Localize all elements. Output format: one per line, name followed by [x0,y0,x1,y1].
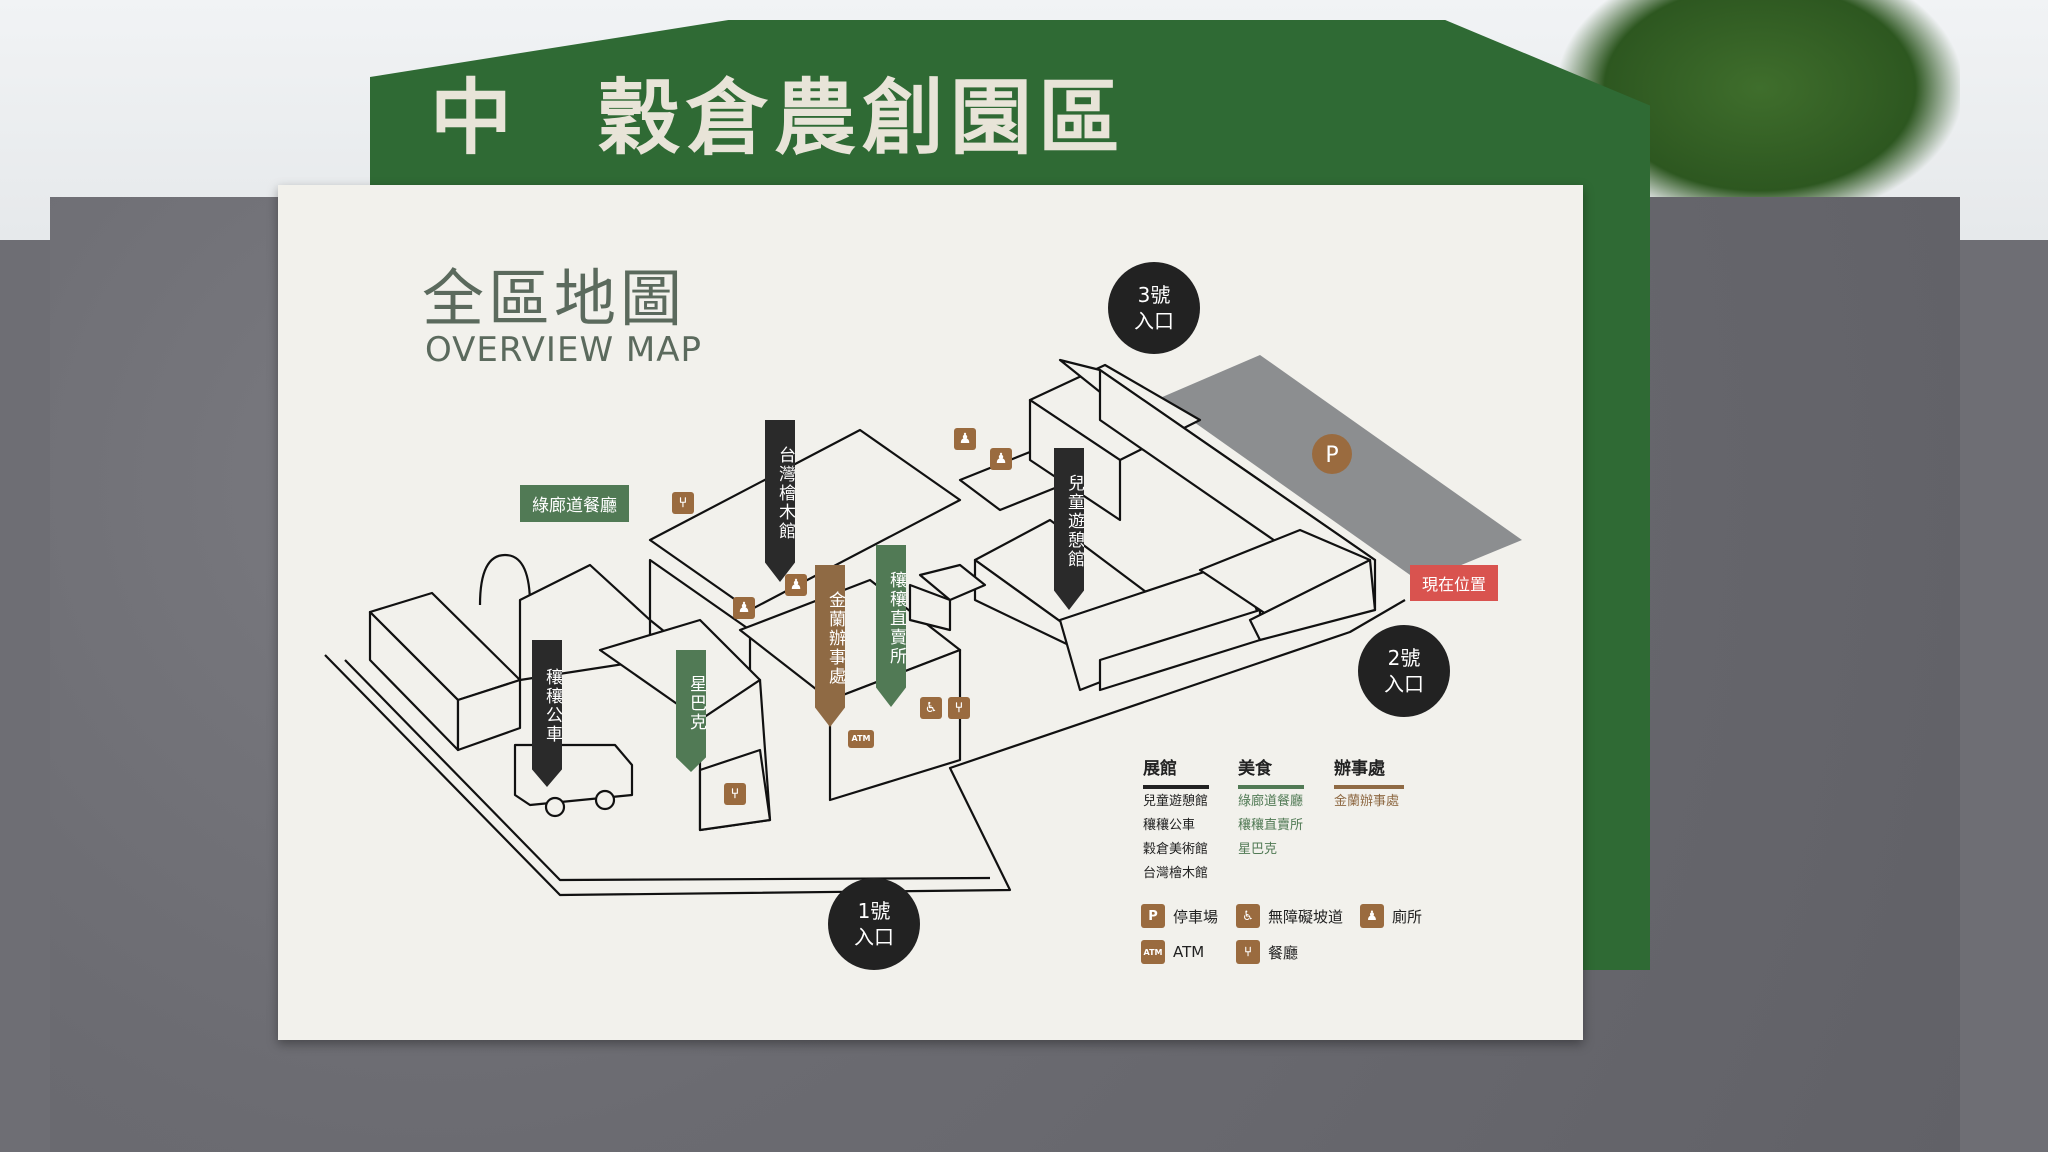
legend-toilet-label: 廁所 [1392,907,1423,926]
toilet-icon: ♟ [733,597,755,619]
entrance-2-bubble: 2號入口 [1358,625,1450,717]
legend-item: 穀倉美術館 [1143,842,1209,857]
legend-item: 綠廊道餐廳 [1238,794,1304,809]
parking-marker [1312,434,1352,474]
entrance-2-line1: 2號 [1387,646,1421,670]
label-current-position: 現在位置 [1410,565,1499,601]
legend-item: 兒童遊憩館 [1143,794,1209,809]
legend-accessible: ♿ 無障礙坡道 [1236,904,1343,928]
label-green-corridor-restaurant: 綠廊道餐廳 [520,485,629,522]
legend-item: 金蘭辦事處 [1334,794,1400,809]
legend-office-heading: 辦事處 [1334,754,1404,789]
legend-parking-label: 停車場 [1173,907,1219,926]
entrance-3-line1: 3號 [1137,283,1171,307]
legend-food-list: 綠廊道餐廳 穰穰直賣所 星巴克 [1238,790,1303,862]
legend-exhibition-heading: 展館 [1143,754,1209,789]
entrance-1-bubble: 1號入口 [828,878,920,970]
toilet-icon: ♟ [1360,904,1384,928]
legend-atm: ATM ATM [1141,940,1204,964]
accessible-icon: ♿ [1236,904,1260,928]
parking-icon: P [1141,904,1165,928]
legend-item: 台灣檜木館 [1143,866,1209,881]
entrance-2-line2: 入口 [1384,672,1424,696]
legend-restaurant-label: 餐廳 [1268,943,1299,962]
legend-exhibition-list: 兒童遊憩館 穰穰公車 穀倉美術館 台灣檜木館 [1143,790,1208,886]
label-taiwan-cypress: 台灣檜木館 [765,420,795,582]
label-jiji-shop: 穰穰直賣所 [876,545,906,707]
legend-restaurant: ⑂ 餐廳 [1236,940,1298,964]
atm-icon: ATM [1141,940,1165,964]
map-title-en: OVERVIEW MAP [425,330,702,370]
atm-icon: ATM [848,730,874,748]
legend-toilet: ♟ 廁所 [1360,904,1422,928]
toilet-icon: ♟ [785,574,807,596]
sign-char: 中 [430,69,519,166]
label-starbucks: 星巴克 [676,650,706,772]
entrance-3-line2: 入口 [1134,309,1174,333]
label-jinlan-office: 金蘭辦事處 [815,565,845,727]
sign-park-name: 穀倉農創園區 [598,69,1127,166]
legend-item: 穰穰公車 [1143,818,1196,833]
label-kids-playground: 兒童遊憩館 [1054,448,1084,610]
toilet-icon: ♟ [954,428,976,450]
legend-atm-label: ATM [1173,943,1205,961]
toilet-icon: ♟ [990,448,1012,470]
map-title-zh: 全區地圖 [422,262,687,335]
walkway-path-inner [344,659,991,882]
legend-item: 星巴克 [1238,842,1278,857]
entrance-1-line1: 1號 [857,899,891,923]
accessible-icon: ♿ [920,697,942,719]
restaurant-icon: ⑂ [724,783,746,805]
walkway-path [324,599,1406,897]
restaurant-icon: ⑂ [672,492,694,514]
legend-office-list: 金蘭辦事處 [1334,790,1399,814]
legend-item: 穰穰直賣所 [1238,818,1304,833]
legend-parking: P 停車場 [1141,904,1218,928]
restaurant-icon: ⑂ [948,697,970,719]
entrance-1-line2: 入口 [854,925,894,949]
sign-title: 中 穀倉農創園區 [430,55,1126,166]
restaurant-icon: ⑂ [1236,940,1260,964]
entrance-3-bubble: 3號入口 [1108,262,1200,354]
parking-marker-text: P [1325,443,1338,468]
legend-food-heading: 美食 [1238,754,1304,789]
label-jiji-bus: 穰穰公車 [532,640,562,787]
legend-accessible-label: 無障礙坡道 [1268,907,1344,926]
